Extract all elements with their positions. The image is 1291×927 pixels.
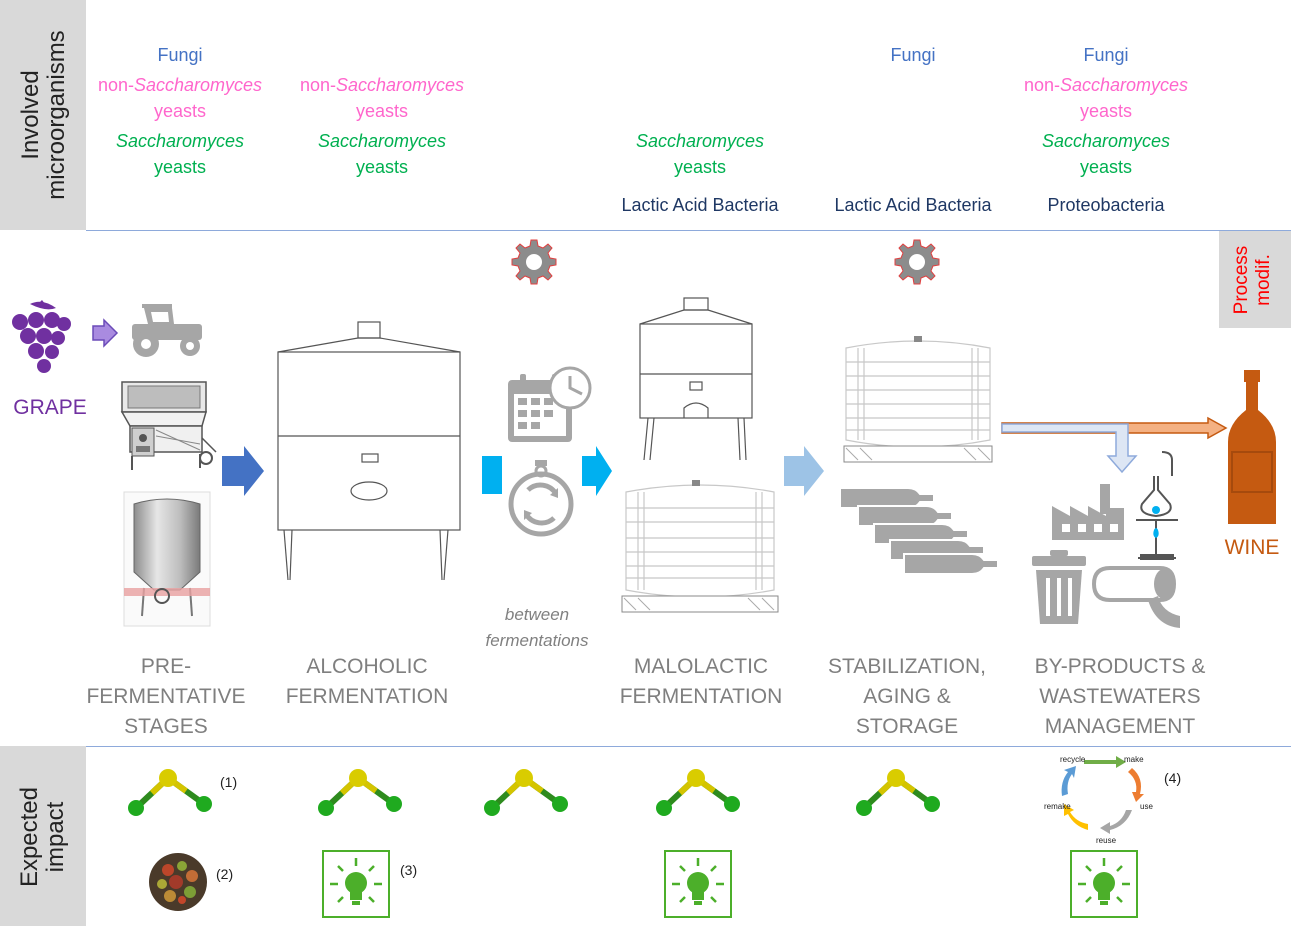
microorganisms-col1: Fungi non-Saccharomyces yeasts Saccharom… <box>97 45 263 177</box>
sulfite-molecule-icon <box>128 769 212 816</box>
grape-label: GRAPE <box>13 396 87 419</box>
wine-label: WINE <box>1224 536 1280 559</box>
bokeh-icon <box>149 853 207 911</box>
cycle-reuse: reuse <box>1096 836 1117 845</box>
process-modif-box <box>1219 230 1291 328</box>
lightbulb-icon <box>664 850 732 918</box>
microorganisms-col6: Fungi non-Saccharomyces yeasts Saccharom… <box>1023 45 1189 215</box>
sulfite-molecule-icon <box>484 769 568 816</box>
vat-icon <box>277 321 461 581</box>
top-divider <box>86 230 1291 231</box>
wine-bottle-icon <box>1228 370 1276 524</box>
note-1: (1) <box>220 774 238 790</box>
bottom-divider <box>86 746 1291 747</box>
note-3: (3) <box>400 862 418 878</box>
microorganisms-col4: Saccharomyces yeasts Lactic Acid Bacteri… <box>621 131 779 215</box>
grape-icon <box>12 300 71 373</box>
bottles-icon <box>839 487 999 575</box>
vat-icon <box>639 297 753 461</box>
gear-icon <box>894 239 940 285</box>
pipe-icon <box>1091 566 1180 628</box>
cycle-remake: remake <box>1044 802 1071 811</box>
sulfite-molecule-icon <box>318 769 402 816</box>
lightbulb-icon <box>1070 850 1138 918</box>
stage-stabilization: STABILIZATION,AGING &STORAGE <box>828 655 986 738</box>
gear-icon <box>511 239 557 285</box>
note-2: (2) <box>216 866 234 882</box>
branch-arrow <box>1001 423 1138 474</box>
barrel-icon <box>621 480 779 613</box>
tank-icon <box>123 491 211 627</box>
factory-icon <box>1052 484 1124 540</box>
grape-arrow <box>92 318 119 348</box>
process-arrow-3 <box>784 446 824 496</box>
note-4: (4) <box>1164 770 1182 786</box>
cycle-make: make <box>1124 755 1144 764</box>
lab-flask-icon <box>1136 451 1178 560</box>
sulfite-molecule-icon <box>856 769 940 816</box>
destemmer-icon <box>120 381 217 470</box>
trash-icon <box>1032 550 1086 624</box>
recycle-cycle-icon <box>1061 756 1144 834</box>
lightbulb-icon <box>322 850 390 918</box>
microorganisms-label-box <box>0 0 86 230</box>
barrel-icon <box>843 336 993 463</box>
process-arrow-1 <box>222 446 264 496</box>
tractor-icon <box>132 304 202 357</box>
impact-label-box <box>0 746 86 926</box>
stopwatch-icon <box>508 460 574 537</box>
sulfite-molecule-icon <box>656 769 740 816</box>
cycle-use: use <box>1140 802 1153 811</box>
microorganisms-col2: non-Saccharomyces yeasts Saccharomyces y… <box>299 75 465 177</box>
between-arrow-right <box>582 446 612 496</box>
between-arrow-left <box>482 456 502 494</box>
microorganisms-col5: Fungi Lactic Acid Bacteria <box>834 45 992 215</box>
calendar-icon <box>508 366 592 442</box>
cycle-recycle: recycle <box>1060 755 1086 764</box>
